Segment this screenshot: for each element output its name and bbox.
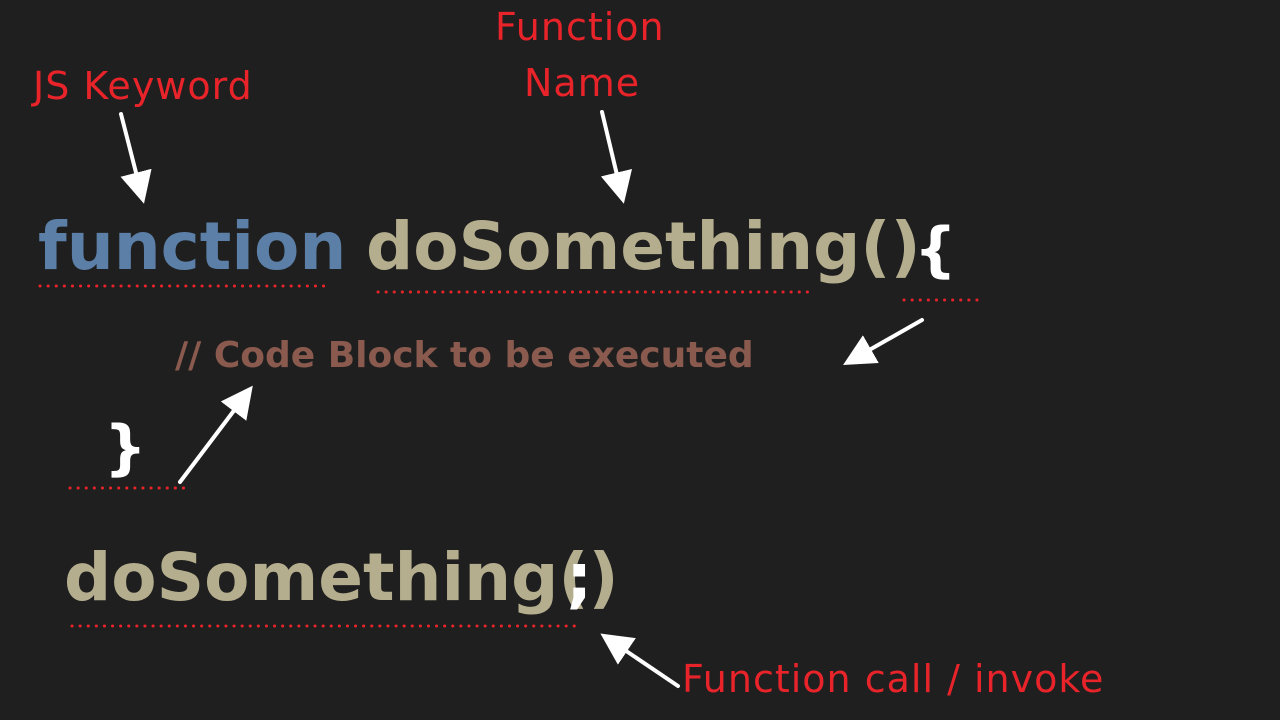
label-js-keyword: JS Keyword <box>33 64 253 108</box>
label-function-name-line2: Name <box>524 61 641 105</box>
arrow-close-brace <box>178 385 253 484</box>
code-semicolon: ; <box>566 539 593 616</box>
code-close-brace: } <box>104 413 147 483</box>
label-function-name-line1: Function <box>495 5 665 49</box>
arrow-function-name <box>600 110 633 204</box>
code-function-name: doSomething() <box>366 208 921 285</box>
arrow-function-call <box>600 633 680 688</box>
arrow-open-brace <box>843 318 924 365</box>
code-comment: // Code Block to be executed <box>175 335 754 376</box>
code-keyword-function: function <box>38 208 347 285</box>
code-call-name: doSomething() <box>64 539 619 616</box>
code-open-brace: { <box>914 215 957 285</box>
arrow-keyword <box>119 112 152 204</box>
label-function-call: Function call / invoke <box>682 657 1105 701</box>
